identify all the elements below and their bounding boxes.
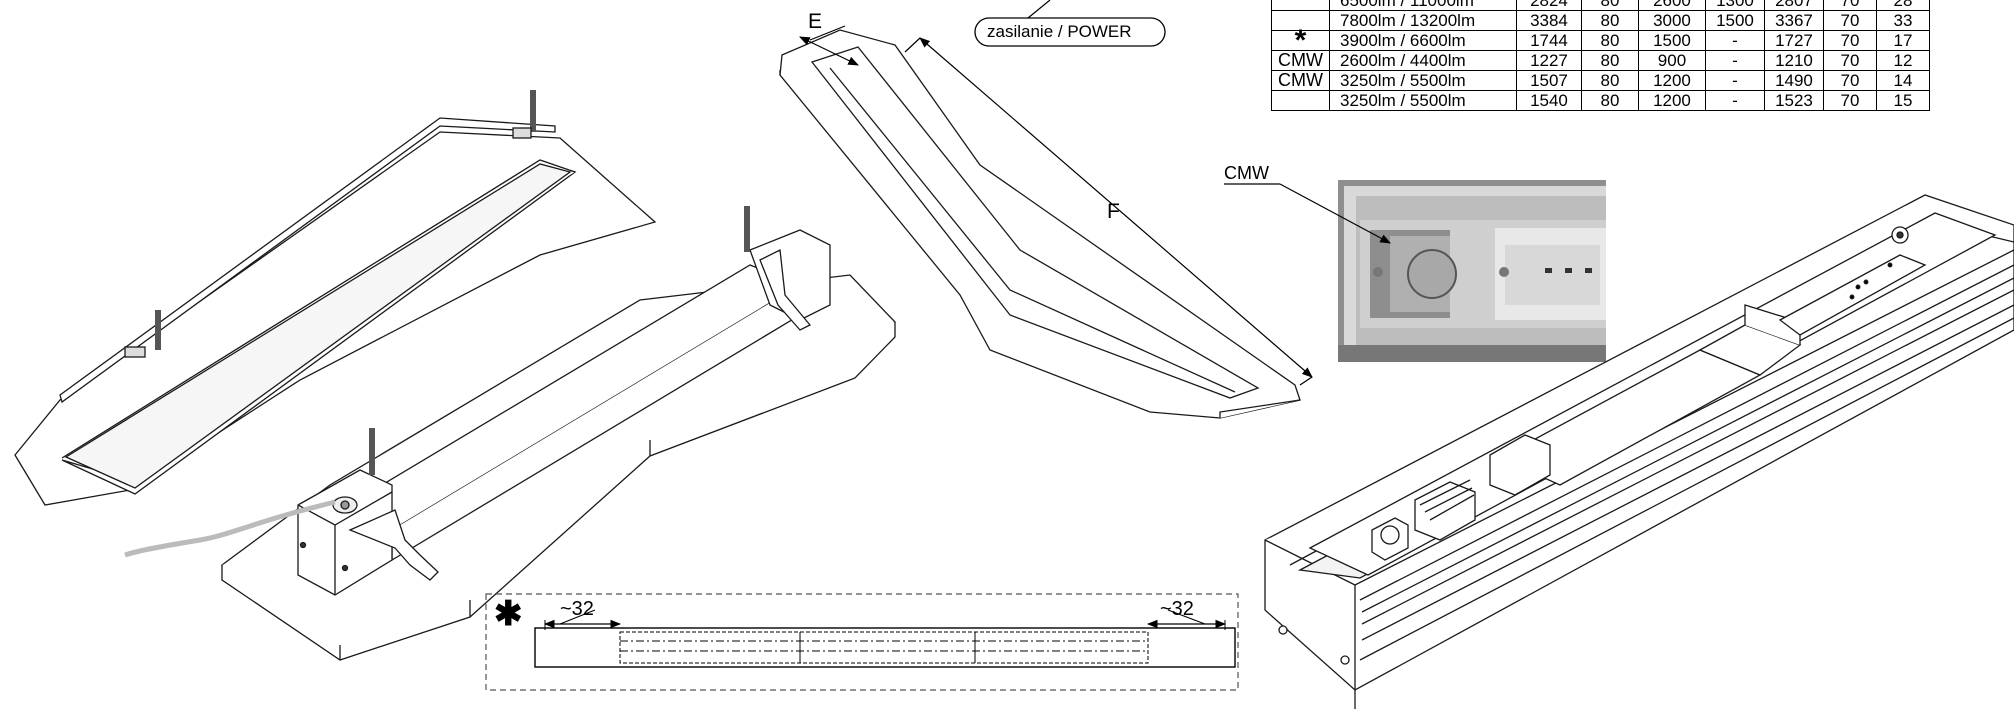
table-cell: -	[1704, 30, 1765, 51]
cmw-photo-detail	[1338, 180, 1606, 362]
row-marker: CMW	[1271, 50, 1330, 71]
dimension-f	[904, 37, 1313, 386]
table-cell: 70	[1822, 10, 1877, 31]
dimension-e-label: E	[808, 10, 823, 33]
table-cell: 1210	[1763, 50, 1824, 71]
table-cell: 28	[1875, 0, 1930, 11]
table-cell: 3000	[1637, 10, 1706, 31]
luminous-flux-cell: 6500lm / 11000lm	[1328, 0, 1517, 11]
table-cell: 33	[1875, 10, 1930, 31]
table-cell: 17	[1875, 30, 1930, 51]
table-cell: 1540	[1515, 90, 1582, 111]
luminous-flux-cell: 2600lm / 4400lm	[1328, 50, 1517, 71]
table-cell: -	[1704, 70, 1765, 91]
table-cell: 1744	[1515, 30, 1582, 51]
luminaire-back-view	[220, 206, 896, 661]
table-cell: 80	[1580, 10, 1639, 31]
row-marker	[1271, 90, 1330, 111]
table-cell: 70	[1822, 30, 1877, 51]
end-offset-right-label: ~32	[1160, 598, 1194, 620]
luminous-flux-cell: 3900lm / 6600lm	[1328, 30, 1517, 51]
table-cell: 2807	[1763, 0, 1824, 11]
luminaire-recessed-view	[14, 90, 657, 506]
cmw-callout-leader	[1224, 183, 1391, 244]
table-cell: 70	[1822, 90, 1877, 111]
table-cell: 80	[1580, 90, 1639, 111]
row-marker	[1271, 0, 1330, 11]
table-cell: 1727	[1763, 30, 1824, 51]
table-cell: 1500	[1637, 30, 1706, 51]
row-marker: CMW	[1271, 70, 1330, 91]
table-cell: 2600	[1637, 0, 1706, 11]
luminous-flux-cell: 3250lm / 5500lm	[1328, 90, 1517, 111]
table-cell: 70	[1822, 50, 1877, 71]
table-cell: 1227	[1515, 50, 1582, 71]
dimension-e	[799, 25, 859, 66]
star-marker: ✱	[494, 595, 523, 633]
power-callout-leader	[1027, 0, 1051, 19]
table-cell: 1200	[1637, 70, 1706, 91]
table-cell: 900	[1637, 50, 1706, 71]
table-cell: 12	[1875, 50, 1930, 71]
star-detail-box	[485, 593, 1239, 691]
luminous-flux-cell: 3250lm / 5500lm	[1328, 70, 1517, 91]
table-cell: 2824	[1515, 0, 1582, 11]
table-cell: 1500	[1704, 10, 1765, 31]
row-marker: *	[1271, 25, 1330, 55]
cmw-callout-label: CMW	[1224, 163, 1269, 183]
table-cell: 80	[1580, 50, 1639, 71]
power-cable	[124, 499, 336, 558]
table-cell: 1523	[1763, 90, 1824, 111]
luminaire-open-view	[1264, 194, 2014, 709]
power-callout-label: zasilanie / POWER	[987, 22, 1132, 41]
luminous-flux-cell: 7800lm / 13200lm	[1328, 10, 1517, 31]
table-cell: 1200	[1637, 90, 1706, 111]
dimension-f-label: F	[1107, 200, 1120, 223]
table-cell: 15	[1875, 90, 1930, 111]
table-cell: 3384	[1515, 10, 1582, 31]
table-cell: 80	[1580, 0, 1639, 11]
end-offset-left-label: ~32	[560, 598, 594, 620]
table-cell: -	[1704, 50, 1765, 71]
table-cell: 1300	[1704, 0, 1765, 11]
table-cell: 1490	[1763, 70, 1824, 91]
table-cell: 80	[1580, 70, 1639, 91]
table-cell: 70	[1822, 70, 1877, 91]
table-cell: 1507	[1515, 70, 1582, 91]
table-cell: 14	[1875, 70, 1930, 91]
table-cell: 80	[1580, 30, 1639, 51]
table-cell: 3367	[1763, 10, 1824, 31]
table-cell: 70	[1822, 0, 1877, 11]
power-callout-box	[974, 17, 1166, 47]
table-cell: -	[1704, 90, 1765, 111]
